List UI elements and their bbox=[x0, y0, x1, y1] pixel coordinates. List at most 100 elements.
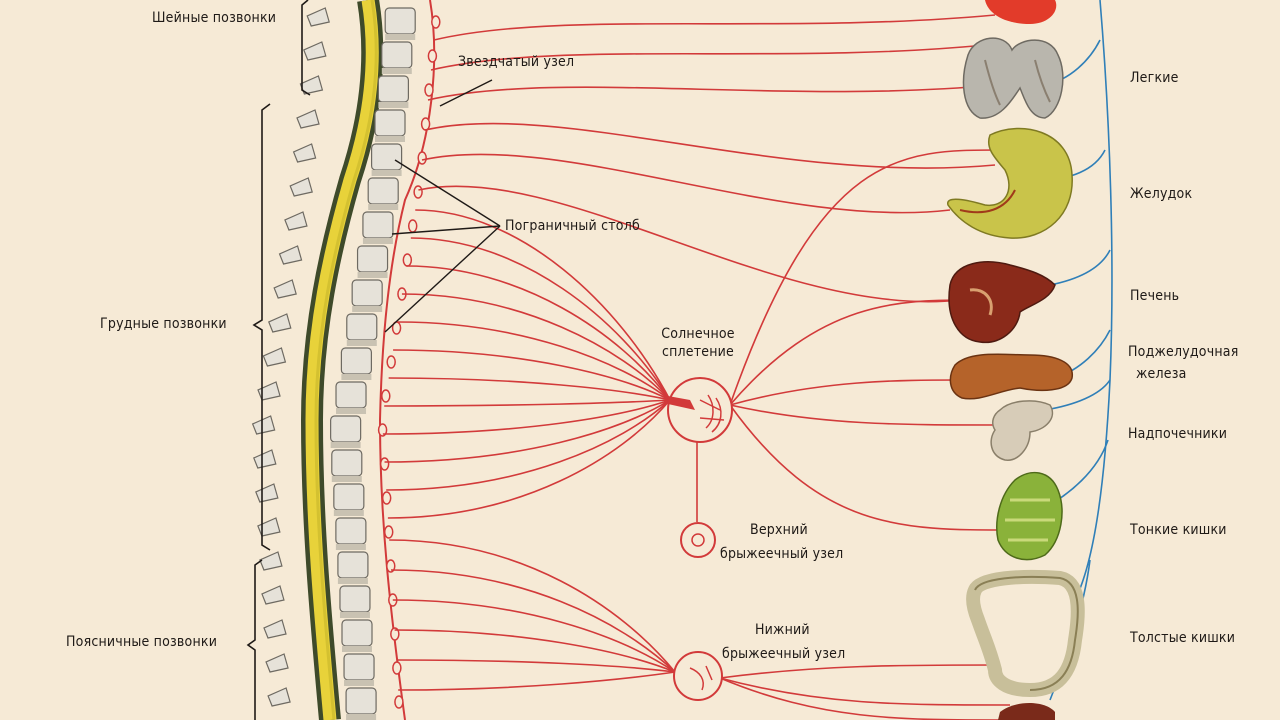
organ-label-pancreas-line1: Поджелудочная bbox=[1128, 344, 1239, 360]
vertebral-body bbox=[341, 619, 373, 647]
intervertebral-disc bbox=[342, 646, 372, 652]
organ-label-small-intestine: Тонкие кишки bbox=[1130, 522, 1227, 538]
intervertebral-disc bbox=[339, 612, 370, 618]
vertebral-bodies bbox=[330, 7, 416, 720]
vertebral-body bbox=[339, 585, 371, 613]
intervertebral-disc bbox=[362, 238, 393, 244]
vertebral-body bbox=[343, 653, 375, 681]
organ-label-pancreas-line2: железа bbox=[1136, 366, 1187, 382]
vertebral-body bbox=[371, 143, 403, 171]
thoracic-vertebrae-label: Грудные позвонки bbox=[100, 316, 227, 332]
trunk-ganglion-node bbox=[379, 457, 390, 471]
lungs-icon bbox=[962, 37, 1064, 119]
trunk-ganglion-node bbox=[431, 15, 441, 29]
vertebral-body bbox=[362, 211, 394, 239]
vertebral-body bbox=[330, 415, 362, 443]
trunk-ganglion-node bbox=[377, 423, 388, 437]
vertebral-body bbox=[377, 75, 409, 103]
intervertebral-disc bbox=[381, 68, 412, 74]
trunk-ganglion-node bbox=[390, 627, 400, 641]
stomach-icon bbox=[947, 127, 1073, 239]
vertebral-body bbox=[346, 313, 378, 341]
spinous-process bbox=[263, 619, 287, 639]
sympathetic-nerve-fibers bbox=[382, 14, 1011, 720]
vertebral-body bbox=[356, 245, 389, 273]
trunk-ganglion-node bbox=[392, 661, 402, 675]
intervertebral-disc bbox=[337, 578, 368, 584]
intervertebral-disc bbox=[371, 170, 402, 176]
solar-plexus-label-line2: сплетение bbox=[661, 344, 735, 360]
organ-label-lungs: Легкие bbox=[1130, 70, 1179, 86]
upper-mesenteric-label-line2: брыжеечный узел bbox=[720, 546, 844, 562]
trunk-ganglion-node bbox=[386, 355, 396, 369]
trunk-ganglion-node bbox=[424, 83, 434, 97]
sympathetic-trunk bbox=[378, 0, 436, 720]
intervertebral-disc bbox=[331, 476, 362, 482]
intervertebral-disc bbox=[335, 544, 366, 550]
lower-mesenteric-label-line2: брыжеечный узел bbox=[722, 646, 846, 662]
trunk-ganglion-node bbox=[394, 695, 404, 709]
spinous-process bbox=[261, 585, 285, 605]
upper-mesenteric-label-line1: Верхний bbox=[750, 522, 808, 538]
intervertebral-disc bbox=[341, 374, 372, 380]
stellate-ganglion-label: Звездчатый узел bbox=[458, 54, 575, 70]
spinous-process bbox=[303, 41, 327, 61]
intervertebral-disc bbox=[378, 102, 409, 108]
spinous-process bbox=[278, 245, 303, 265]
trunk-ganglion-node bbox=[381, 491, 392, 505]
rectum-icon bbox=[998, 703, 1055, 720]
vertebral-body bbox=[381, 41, 413, 69]
spinous-process bbox=[306, 7, 330, 27]
trunk-ganglion-node bbox=[427, 49, 438, 63]
trunk-ganglion-node bbox=[386, 559, 396, 573]
small-intestine-icon bbox=[996, 471, 1063, 561]
organ-label-liver: Печень bbox=[1130, 288, 1180, 304]
spinous-process bbox=[253, 449, 277, 469]
spinous-process bbox=[267, 687, 291, 707]
heart-icon bbox=[985, 0, 1057, 24]
lumbar-vertebrae-label: Поясничные позвонки bbox=[66, 634, 218, 650]
spinous-process bbox=[265, 653, 289, 673]
trunk-ganglion-node bbox=[381, 389, 391, 403]
spinous-process bbox=[262, 347, 287, 367]
cervical-vertebrae-label: Шейные позвонки bbox=[152, 10, 277, 26]
spinous-process bbox=[251, 415, 276, 435]
organ-label-adrenals: Надпочечники bbox=[1128, 426, 1228, 442]
trunk-ganglion-node bbox=[417, 151, 427, 165]
vertebral-body bbox=[351, 279, 383, 307]
liver-icon bbox=[948, 261, 1056, 344]
trunk-ganglion-node bbox=[383, 525, 394, 539]
intervertebral-disc bbox=[346, 340, 377, 346]
intervertebral-disc bbox=[344, 680, 375, 686]
pancreas-icon bbox=[949, 353, 1073, 400]
border-trunk-leaders bbox=[384, 79, 501, 333]
vertebral-body bbox=[367, 177, 399, 205]
vertebral-body bbox=[374, 109, 406, 137]
upper-mesenteric-ganglion-icon bbox=[680, 522, 716, 558]
intervertebral-disc bbox=[352, 306, 383, 312]
intervertebral-disc bbox=[330, 442, 361, 448]
intervertebral-disc bbox=[375, 136, 405, 142]
spinous-process bbox=[292, 143, 317, 163]
lower-mesenteric-ganglion-icon bbox=[673, 651, 723, 701]
spinal-cord-inner bbox=[314, 0, 378, 720]
spinal-cord bbox=[305, 0, 379, 720]
vertebral-column bbox=[251, 7, 330, 707]
trunk-ganglion-node bbox=[420, 117, 431, 131]
spinous-process bbox=[257, 517, 281, 537]
lower-mesenteric-label-line1: Нижний bbox=[755, 622, 810, 638]
vertebral-body bbox=[331, 449, 363, 477]
organ-label-stomach: Желудок bbox=[1130, 186, 1193, 202]
spinous-process bbox=[268, 313, 292, 333]
vertebral-body bbox=[337, 551, 369, 579]
spinous-process bbox=[259, 551, 283, 571]
spinous-process bbox=[289, 177, 313, 197]
adrenals-icon bbox=[990, 400, 1054, 461]
trunk-ganglion-node bbox=[402, 253, 413, 267]
vertebral-body bbox=[335, 517, 367, 545]
spinous-process bbox=[299, 75, 324, 95]
intervertebral-disc bbox=[333, 510, 364, 516]
trunk-ganglion-node bbox=[413, 185, 423, 199]
intervertebral-disc bbox=[385, 34, 416, 40]
